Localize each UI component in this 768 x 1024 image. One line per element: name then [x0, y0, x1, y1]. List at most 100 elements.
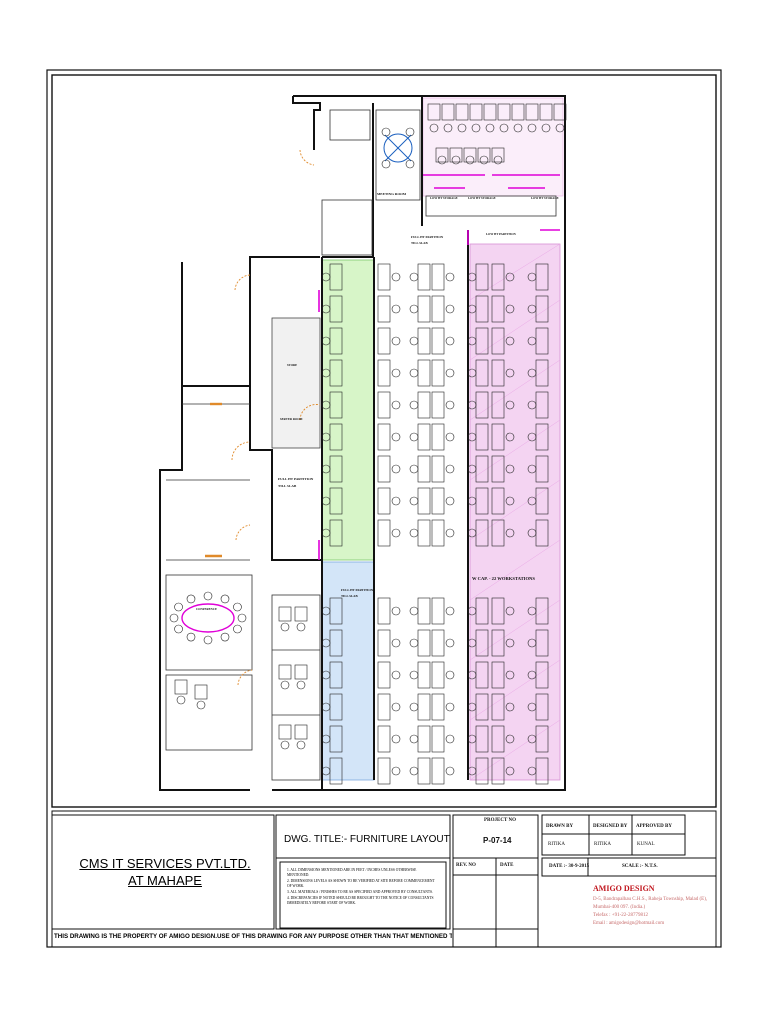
project-no: P-07-14 [483, 836, 512, 845]
chair [445, 670, 455, 680]
workstation-grid [169, 103, 567, 785]
chair [485, 123, 495, 133]
chair [409, 400, 419, 410]
chair [445, 528, 455, 538]
drawing-title: DWG. TITLE:- FURNITURE LAYOUT [284, 834, 450, 845]
sheet-border-inner [51, 74, 717, 808]
chair [391, 606, 401, 616]
chair [505, 368, 515, 378]
desk [417, 597, 431, 625]
conference-chair [203, 635, 213, 645]
chair [527, 336, 537, 346]
desk [491, 693, 505, 721]
desk [491, 147, 505, 163]
note-1: 1. ALL DIMENSIONS MENTIONED ARE IN FEET … [287, 868, 417, 877]
desk [417, 263, 431, 291]
address-line-4: Email : amigodesign@hotmail.com [593, 921, 665, 926]
chair [527, 464, 537, 474]
conference-chair [169, 613, 179, 623]
store-label: STORE [287, 363, 297, 367]
cabin-desk [174, 679, 188, 695]
chair [321, 702, 331, 712]
chair [391, 670, 401, 680]
meeting-room-label: MEETING ROOM [377, 192, 407, 196]
pink-hatch [469, 243, 561, 781]
till-slab-label-mid: TILL SLAB [278, 484, 297, 488]
desk [417, 487, 431, 515]
chair [467, 702, 477, 712]
chair [445, 496, 455, 506]
desk [417, 423, 431, 451]
chair [409, 670, 419, 680]
chair [409, 368, 419, 378]
chair [445, 368, 455, 378]
desk [377, 597, 391, 625]
chair [505, 734, 515, 744]
chair [391, 638, 401, 648]
desk [463, 147, 477, 163]
chair [505, 304, 515, 314]
desk [377, 693, 391, 721]
desk [377, 295, 391, 323]
interior-lines [165, 109, 557, 781]
chair [505, 670, 515, 680]
address-line-3: Telefax : +91-22-28779812 [593, 913, 648, 918]
chair [409, 496, 419, 506]
chair [467, 400, 477, 410]
chair [409, 304, 419, 314]
desk [377, 455, 391, 483]
chair [505, 528, 515, 538]
project-no-label: PROJECT NO [484, 818, 516, 823]
cabin-chair [280, 740, 290, 750]
chair [451, 155, 461, 165]
chair [527, 702, 537, 712]
door-stops [205, 402, 222, 558]
desk [477, 147, 491, 163]
desk [491, 757, 505, 785]
low-storage-label-3: LOW HT STORAGE [531, 196, 559, 200]
chair [457, 123, 467, 133]
chair [321, 464, 331, 474]
cabin-desk [194, 684, 208, 700]
chair [321, 766, 331, 776]
desk [431, 455, 445, 483]
chair [467, 734, 477, 744]
meeting-chair [405, 127, 415, 137]
chair [505, 400, 515, 410]
desk [377, 423, 391, 451]
chair [467, 638, 477, 648]
approved-by: KUNAL [637, 842, 655, 847]
desk [377, 359, 391, 387]
chair [437, 155, 447, 165]
chair [505, 496, 515, 506]
chair [467, 432, 477, 442]
desk [377, 661, 391, 689]
chair [467, 496, 477, 506]
date-label: DATE [500, 863, 514, 868]
full-partition-label-top: FULL HT PARTITION [411, 235, 444, 239]
chair [445, 432, 455, 442]
full-partition-label-low: FULL HT PARTITION [341, 588, 374, 592]
desk [431, 725, 445, 753]
desk [491, 629, 505, 657]
desk [417, 391, 431, 419]
chair [321, 368, 331, 378]
desk [417, 519, 431, 547]
desk [431, 391, 445, 419]
chair [445, 606, 455, 616]
conference-chair [233, 602, 242, 612]
chair [471, 123, 481, 133]
chair [445, 304, 455, 314]
client-line-2: AT MAHAPE [128, 873, 202, 888]
chair [321, 734, 331, 744]
desk [431, 597, 445, 625]
scale: SCALE :- N.T.S. [622, 864, 658, 869]
chair [527, 368, 537, 378]
chair [429, 123, 439, 133]
desk [511, 103, 525, 121]
cabin-chair [280, 680, 290, 690]
chair [321, 336, 331, 346]
cabin-desk [278, 606, 292, 622]
desk [553, 103, 567, 121]
chair [409, 638, 419, 648]
